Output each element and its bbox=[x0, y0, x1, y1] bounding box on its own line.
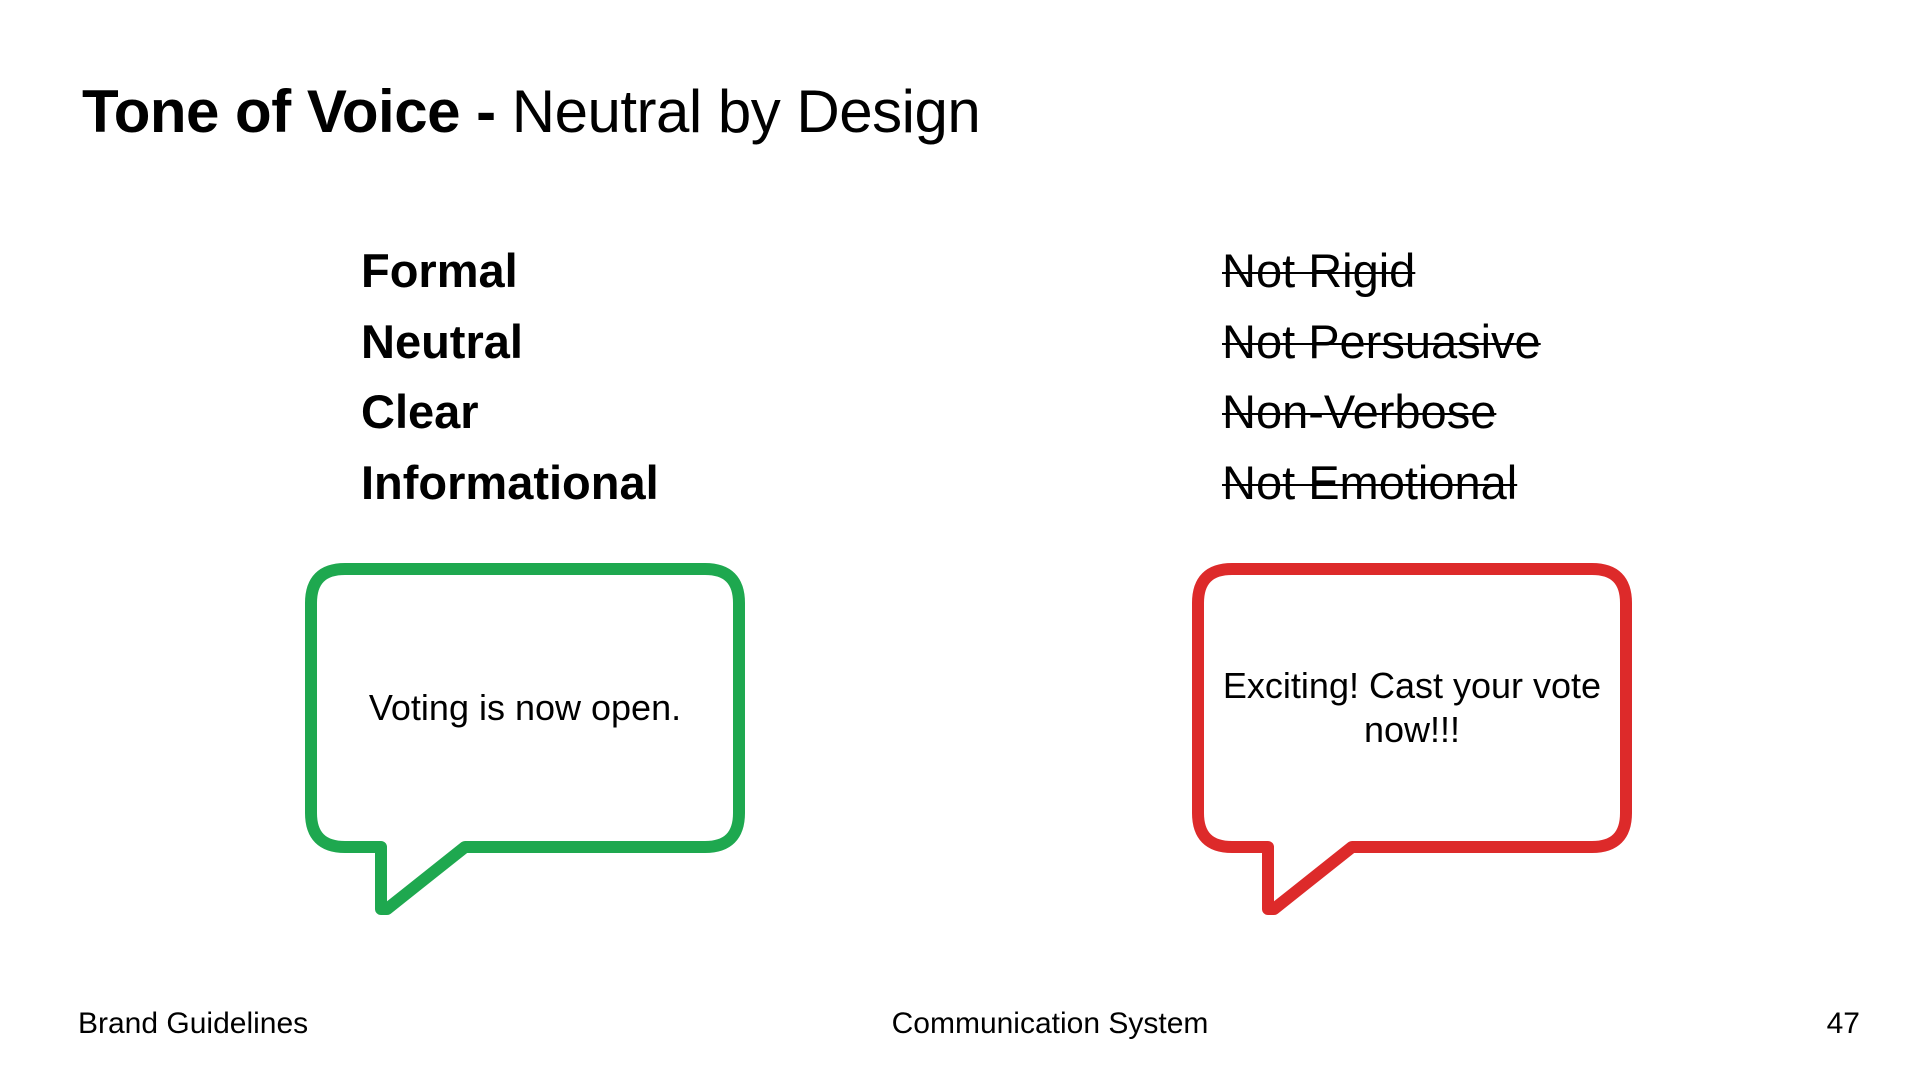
speech-bubble-icon bbox=[1192, 563, 1632, 915]
do-trait: Clear bbox=[361, 385, 479, 438]
dont-trait: Not Emotional bbox=[1222, 455, 1518, 509]
slide-title-bold: Tone of Voice - bbox=[82, 78, 496, 145]
slide-title: Tone of Voice - Neutral by Design bbox=[82, 72, 981, 152]
page-number: 47 bbox=[1826, 1007, 1860, 1040]
do-trait: Informational bbox=[361, 455, 659, 509]
dont-trait: Not Rigid bbox=[1222, 244, 1416, 297]
dont-trait: Non-Verbose bbox=[1222, 385, 1497, 438]
dont-trait: Not Persuasive bbox=[1222, 314, 1541, 368]
do-traits-list: Formal Neutral Clear Informational bbox=[361, 236, 659, 518]
do-trait: Formal bbox=[361, 244, 518, 297]
bad-example-bubble: Exciting! Cast your vote now!!! bbox=[1192, 563, 1632, 923]
bad-example-text: Exciting! Cast your vote now!!! bbox=[1222, 665, 1602, 750]
good-example-text: Voting is now open. bbox=[368, 687, 682, 728]
slide-title-rest: Neutral by Design bbox=[511, 78, 981, 145]
dont-traits-list: Not Rigid Not Persuasive Non-Verbose Not… bbox=[1222, 236, 1541, 518]
good-example-bubble: Voting is now open. bbox=[305, 563, 745, 923]
speech-bubble-icon bbox=[305, 563, 745, 915]
footer-brand: Brand Guidelines bbox=[78, 1007, 309, 1040]
footer-section: Communication System bbox=[891, 1007, 1209, 1040]
do-trait: Neutral bbox=[361, 314, 523, 368]
